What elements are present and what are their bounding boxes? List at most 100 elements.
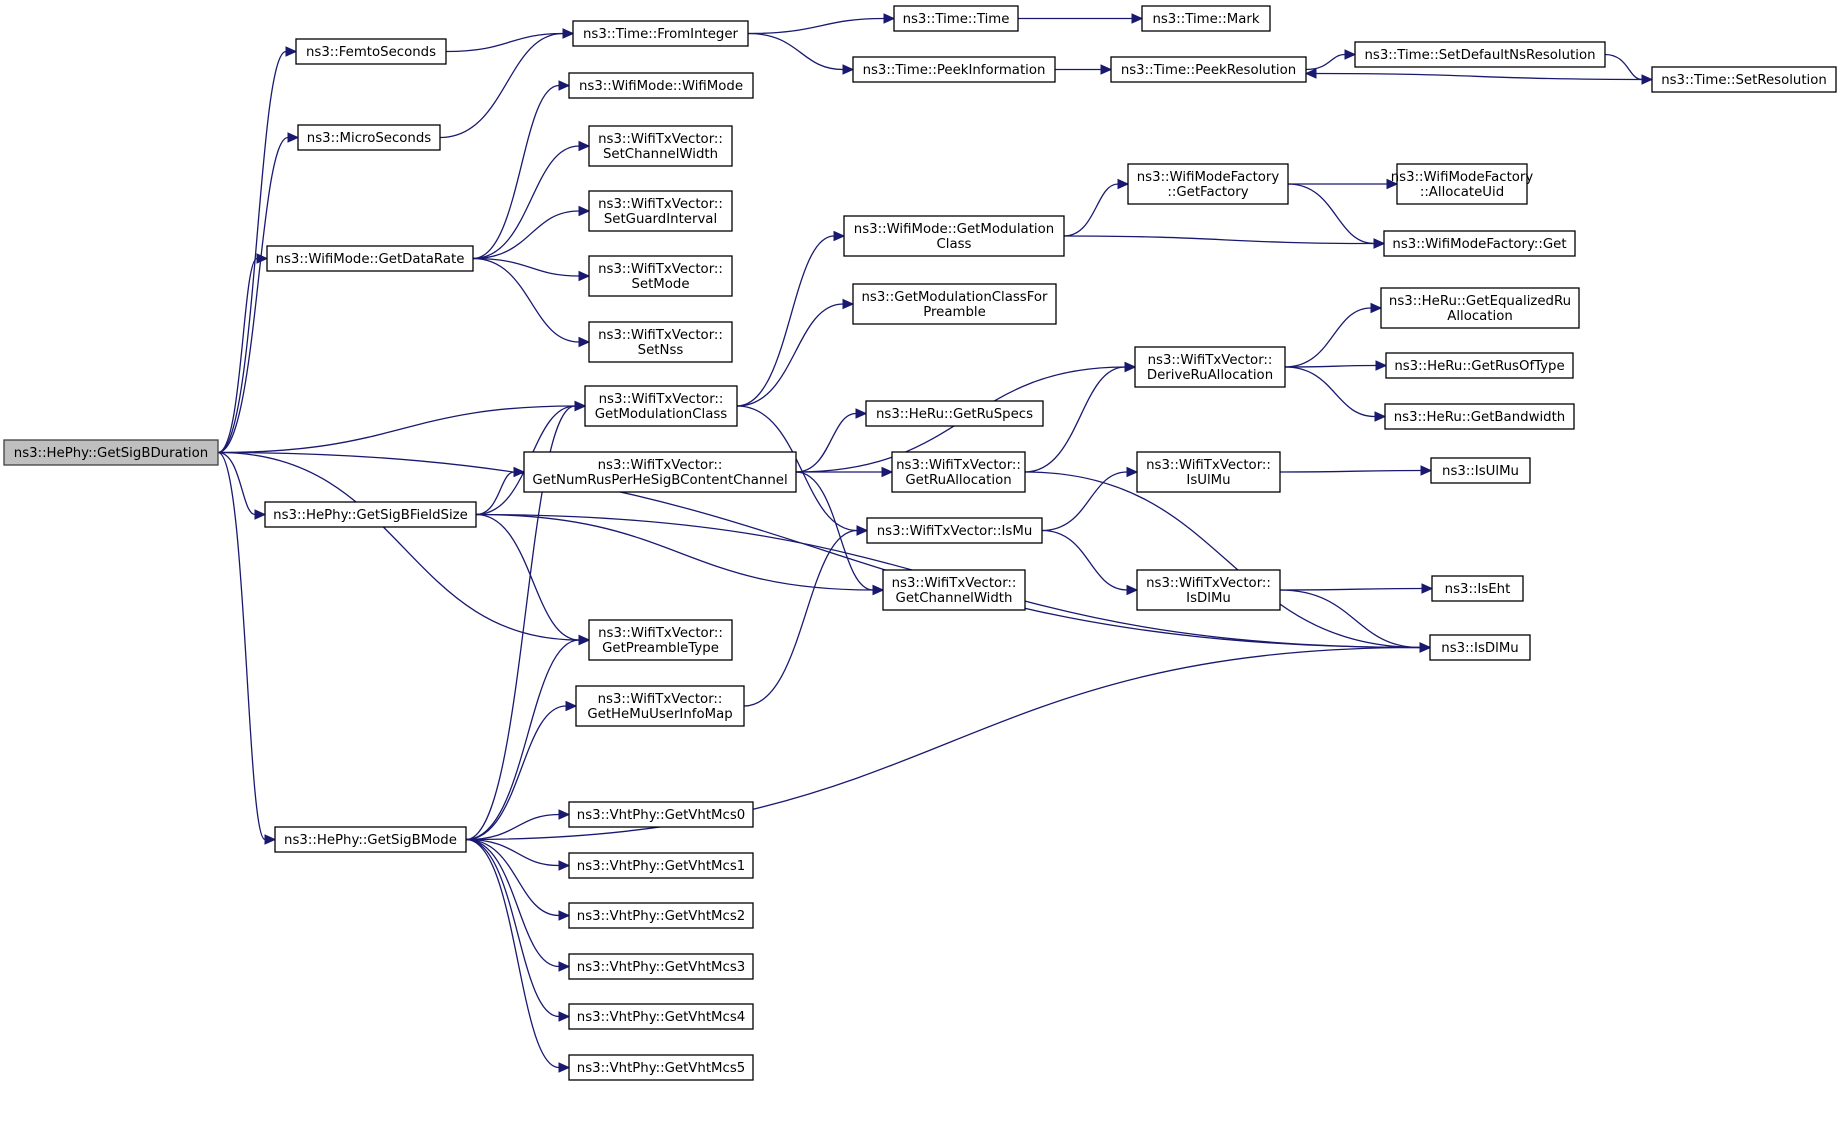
graph-node-isulmu-txv[interactable]: ns3::WifiTxVector::IsUlMu	[1136, 451, 1281, 493]
node-label: ns3::WifiMode::WifiMode	[579, 79, 743, 94]
graph-node-hemuuserinfo[interactable]: ns3::WifiTxVector::GetHeMuUserInfoMap	[575, 685, 745, 727]
edge-arrowhead	[287, 132, 300, 143]
graph-node-wifimode-wifimode[interactable]: ns3::WifiMode::WifiMode	[568, 72, 754, 99]
graph-node-setchannelwidth[interactable]: ns3::WifiTxVector::SetChannelWidth	[588, 125, 733, 167]
edge-arrowhead	[833, 230, 846, 242]
graph-node-microseconds[interactable]: ns3::MicroSeconds	[297, 124, 441, 151]
node-box	[1110, 56, 1307, 83]
node-box	[568, 953, 754, 980]
graph-node-heru-rusoftype[interactable]: ns3::HeRu::GetRusOfType	[1385, 352, 1574, 379]
node-label: SetMode	[631, 277, 689, 292]
graph-edge	[747, 32, 844, 71]
graph-node-setnss[interactable]: ns3::WifiTxVector::SetNss	[588, 321, 733, 363]
node-box	[852, 56, 1056, 83]
edge-arrowhead	[578, 634, 591, 646]
graph-edge	[465, 838, 560, 867]
node-label: ::GetFactory	[1167, 185, 1248, 200]
graph-edge	[1024, 471, 1421, 649]
node-label: ns3::Time::SetResolution	[1661, 73, 1827, 88]
edge-arrowhead	[558, 961, 571, 972]
graph-node-vht0[interactable]: ns3::VhtPhy::GetVhtMcs0	[568, 801, 754, 828]
graph-node-getchannelwidth[interactable]: ns3::WifiTxVector::GetChannelWidth	[882, 569, 1026, 611]
node-label: ns3::WifiModeFactory	[1137, 170, 1280, 185]
node-box	[523, 451, 797, 493]
node-label: ns3::WifiTxVector::	[1148, 353, 1273, 368]
edge-arrowhead	[881, 466, 894, 478]
edge-arrowhead	[1419, 642, 1432, 653]
graph-node-setres[interactable]: ns3::Time::SetResolution	[1651, 66, 1837, 93]
graph-node-txv-getmodclass[interactable]: ns3::WifiTxVector::GetModulationClass	[584, 385, 738, 427]
graph-node-time-mark[interactable]: ns3::Time::Mark	[1141, 5, 1271, 32]
node-label: IsUlMu	[1186, 473, 1230, 488]
node-label: ns3::WifiTxVector::	[896, 458, 1021, 473]
graph-node-vht4[interactable]: ns3::VhtPhy::GetVhtMcs4	[568, 1003, 754, 1030]
edge-arrowhead	[558, 1062, 571, 1073]
node-label: ns3::Time::PeekResolution	[1121, 63, 1296, 78]
graph-node-vht2[interactable]: ns3::VhtPhy::GetVhtMcs2	[568, 902, 754, 929]
graph-edge	[736, 303, 844, 407]
edge-arrowhead	[1131, 13, 1144, 24]
graph-edge	[217, 50, 287, 454]
node-box	[893, 5, 1019, 32]
edge-arrowhead	[578, 336, 591, 348]
graph-node-sigbfieldsize[interactable]: ns3::HePhy::GetSigBFieldSize	[264, 501, 477, 528]
graph-edge	[217, 405, 576, 454]
graph-node-numrus[interactable]: ns3::WifiTxVector::GetNumRusPerHeSigBCon…	[523, 451, 797, 493]
graph-node-fromInteger[interactable]: ns3::Time::FromInteger	[572, 20, 749, 47]
graph-node-peekres[interactable]: ns3::Time::PeekResolution	[1110, 56, 1307, 83]
graph-node-factory-get[interactable]: ns3::WifiModeFactory::Get	[1383, 230, 1576, 257]
graph-edge	[743, 529, 858, 707]
graph-node-vht5[interactable]: ns3::VhtPhy::GetVhtMcs5	[568, 1054, 754, 1081]
node-label: ns3::WifiTxVector::	[598, 132, 723, 147]
node-box	[1430, 457, 1531, 484]
node-box	[1429, 634, 1531, 661]
graph-node-isdlmu[interactable]: ns3::IsDlMu	[1429, 634, 1531, 661]
graph-edge	[795, 471, 874, 591]
node-label: GetPreambleType	[602, 641, 719, 656]
graph-edge	[1604, 53, 1643, 81]
graph-node-time-time[interactable]: ns3::Time::Time	[893, 5, 1019, 32]
graph-node-vht3[interactable]: ns3::VhtPhy::GetVhtMcs3	[568, 953, 754, 980]
graph-node-setdefault[interactable]: ns3::Time::SetDefaultNsResolution	[1354, 41, 1606, 68]
graph-node-iseht[interactable]: ns3::IsEht	[1431, 575, 1524, 602]
graph-edge	[217, 451, 266, 841]
graph-node-factory-getfactory[interactable]: ns3::WifiModeFactory::GetFactory	[1127, 163, 1289, 205]
node-label: ns3::WifiTxVector::	[598, 458, 723, 473]
edge-arrowhead	[574, 400, 587, 412]
node-box	[1431, 575, 1524, 602]
graph-node-peekinfo[interactable]: ns3::Time::PeekInformation	[852, 56, 1056, 83]
graph-node-setguard[interactable]: ns3::WifiTxVector::SetGuardInterval	[588, 190, 733, 232]
graph-node-getruallocation[interactable]: ns3::WifiTxVector::GetRuAllocation	[891, 451, 1026, 493]
node-label: ns3::WifiModeFactory::Get	[1392, 237, 1566, 252]
graph-edge	[472, 210, 580, 260]
graph-node-femtoseconds[interactable]: ns3::FemtoSeconds	[295, 38, 447, 65]
node-box	[575, 685, 745, 727]
graph-node-getpreambletype[interactable]: ns3::WifiTxVector::GetPreambleType	[588, 619, 733, 661]
graph-edge	[1041, 529, 1128, 591]
graph-node-factory-allocuid[interactable]: ns3::WifiModeFactory::AllocateUid	[1391, 163, 1534, 205]
graph-node-isulmu[interactable]: ns3::IsUlMu	[1430, 457, 1531, 484]
node-label: ns3::WifiTxVector::	[598, 328, 723, 343]
graph-edge	[465, 646, 1421, 841]
graph-node-vht1[interactable]: ns3::VhtPhy::GetVhtMcs1	[568, 852, 754, 879]
edge-arrowhead	[1420, 465, 1433, 476]
graph-node-heru-bandwidth[interactable]: ns3::HeRu::GetBandwidth	[1384, 403, 1575, 430]
node-box	[264, 501, 477, 528]
graph-node-getdatarate[interactable]: ns3::WifiMode::GetDataRate	[266, 245, 474, 272]
node-label: ns3::WifiTxVector::	[598, 692, 723, 707]
edge-arrowhead	[578, 140, 591, 152]
graph-node-mode-getmodclass[interactable]: ns3::WifiMode::GetModulationClass	[843, 215, 1065, 257]
graph-node-isdlmu-txv[interactable]: ns3::WifiTxVector::IsDlMu	[1136, 569, 1281, 611]
node-label: ns3::HeRu::GetRusOfType	[1394, 359, 1564, 374]
graph-edge	[465, 705, 567, 841]
graph-edge	[465, 838, 560, 1069]
edge-arrowhead	[842, 298, 855, 310]
graph-node-heru-getruspecs[interactable]: ns3::HeRu::GetRuSpecs	[865, 400, 1044, 427]
edge-arrowhead	[513, 466, 526, 478]
graph-node-derive-ru[interactable]: ns3::WifiTxVector::DeriveRuAllocation	[1134, 346, 1286, 388]
graph-node-txv-ismu[interactable]: ns3::WifiTxVector::IsMu	[866, 517, 1043, 544]
graph-node-getsigbmode[interactable]: ns3::HePhy::GetSigBMode	[274, 826, 467, 853]
graph-node-setmode[interactable]: ns3::WifiTxVector::SetMode	[588, 255, 733, 297]
